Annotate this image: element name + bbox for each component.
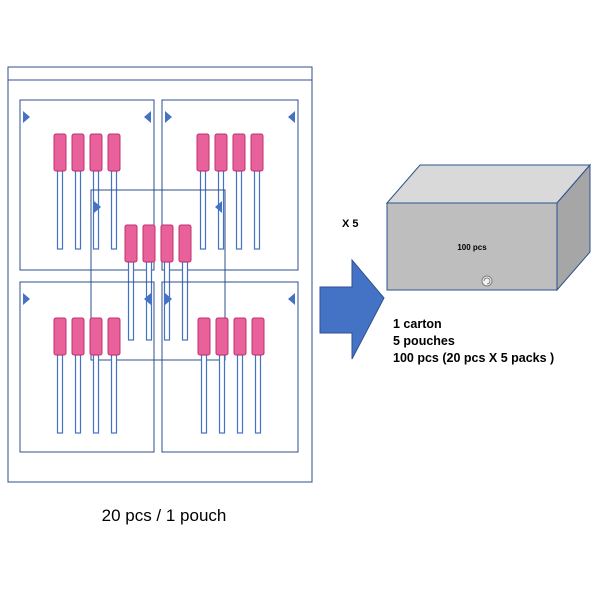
triangle-marker-icon	[288, 293, 295, 305]
swab-head	[124, 224, 138, 263]
swab-head	[214, 133, 228, 172]
swab-stick	[127, 261, 135, 341]
swab-stick	[199, 170, 207, 250]
swab-stick	[218, 354, 226, 434]
swab-head	[197, 317, 211, 356]
carton-summary: 1 carton 5 pouches 100 pcs (20 pcs X 5 p…	[393, 316, 554, 367]
swab-head	[142, 224, 156, 263]
swab-pack	[19, 99, 155, 271]
pack-outline	[19, 99, 155, 271]
swab-head	[53, 317, 67, 356]
carton-summary-line-cartons: 1 carton	[393, 317, 442, 331]
carton-front-face	[386, 202, 558, 291]
swab-head	[196, 133, 210, 172]
carton-top-face	[385, 164, 592, 204]
swab-pack	[19, 281, 155, 453]
arrow-right-icon	[319, 258, 385, 360]
pack-outline	[161, 281, 299, 453]
swab-head	[89, 317, 103, 356]
swab-head	[215, 317, 229, 356]
triangle-marker-icon	[144, 111, 151, 123]
swab-stick	[254, 354, 262, 434]
swab-head	[250, 133, 264, 172]
swab-stick	[235, 170, 243, 250]
swab-head	[160, 224, 174, 263]
swab-stick	[110, 170, 118, 250]
carton-box: 100 pcs	[385, 163, 592, 292]
pack-outline	[90, 189, 226, 361]
swab-stick	[181, 261, 189, 341]
triangle-marker-icon	[165, 293, 172, 305]
swab-stick	[56, 170, 64, 250]
recycle-icon	[481, 275, 493, 287]
swab-head	[233, 317, 247, 356]
pouch-outline	[7, 66, 313, 483]
swab-head	[178, 224, 192, 263]
carton-summary-line-pouches: 5 pouches	[393, 334, 455, 348]
triangle-marker-icon	[23, 111, 30, 123]
carton-summary-line-pieces: 100 pcs (20 pcs X 5 packs )	[393, 351, 555, 365]
swab-head	[107, 317, 121, 356]
swab-stick	[74, 354, 82, 434]
swab-stick	[92, 354, 100, 434]
swab-head	[251, 317, 265, 356]
swab-stick	[253, 170, 261, 250]
pouch-caption: 20 pcs / 1 pouch	[101, 506, 227, 525]
swab-stick	[236, 354, 244, 434]
swab-head	[71, 317, 85, 356]
swab-head	[53, 133, 67, 172]
swab-stick	[56, 354, 64, 434]
swab-head	[107, 133, 121, 172]
pack-outline	[161, 99, 299, 271]
carton-box-label: 100 pcs	[457, 243, 487, 252]
triangle-marker-icon	[165, 111, 172, 123]
swab-head	[232, 133, 246, 172]
pack-outline	[19, 281, 155, 453]
triangle-marker-icon	[23, 293, 30, 305]
swab-stick	[110, 354, 118, 434]
multiplier-label: X 5	[342, 218, 359, 230]
swab-stick	[74, 170, 82, 250]
triangle-marker-icon	[94, 201, 101, 213]
swab-stick	[200, 354, 208, 434]
swab-head	[89, 133, 103, 172]
triangle-marker-icon	[144, 293, 151, 305]
swab-packs	[19, 99, 299, 453]
triangle-marker-icon	[288, 111, 295, 123]
swab-head	[71, 133, 85, 172]
triangle-marker-icon	[215, 201, 222, 213]
swab-pack	[161, 281, 299, 453]
